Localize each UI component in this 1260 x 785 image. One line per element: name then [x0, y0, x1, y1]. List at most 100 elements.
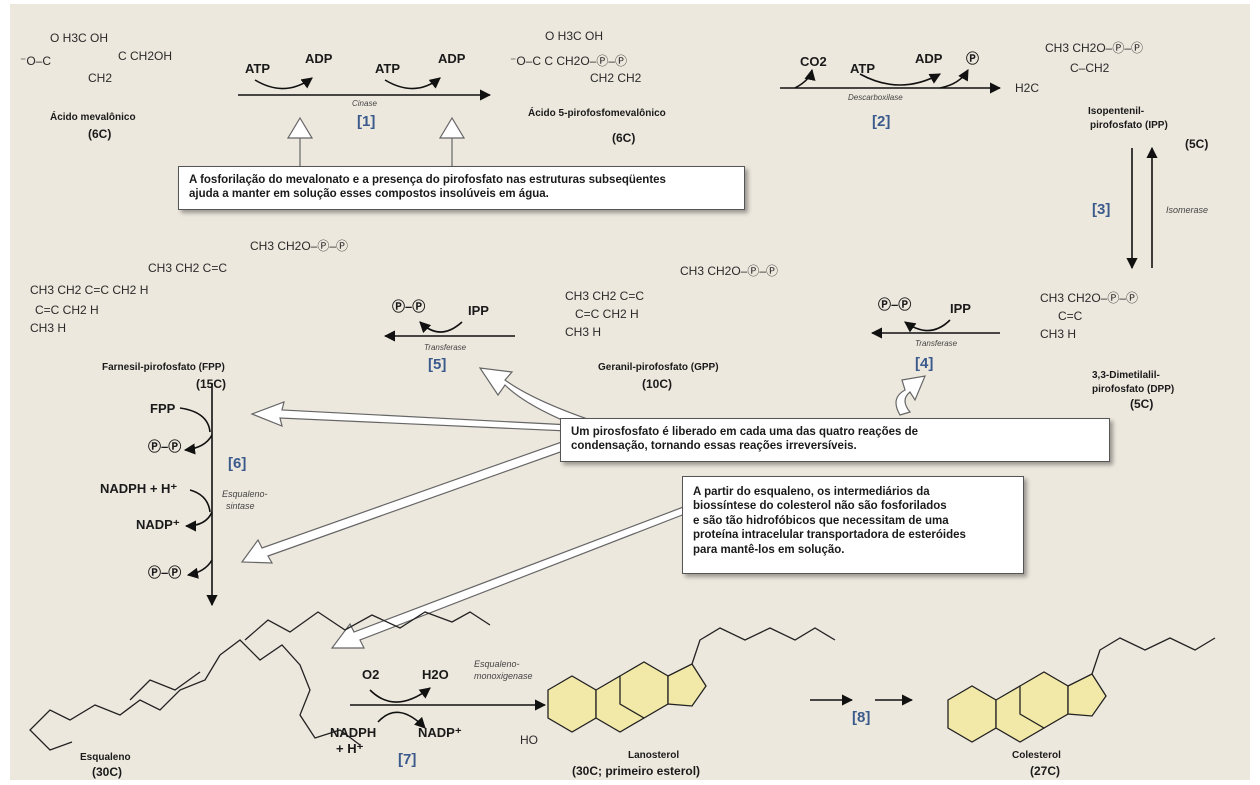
- arrow-pp-5: [419, 321, 463, 334]
- ppmev-carbons: (6C): [612, 131, 636, 145]
- note-squalene-line5: para mantê-los em solução.: [693, 543, 845, 556]
- squalene-chain: [219, 639, 361, 746]
- step5-enzyme: Transferase: [424, 343, 467, 352]
- dpp-name-line1: 3,3-Dimetilalil-: [1092, 370, 1160, 381]
- cholesterol-ring-d: [1067, 673, 1107, 717]
- gpp-carbons: (10C): [642, 377, 673, 391]
- step6-enzyme-line1: Esqualeno-: [222, 489, 268, 499]
- step3-enzyme: Isomerase: [1166, 205, 1209, 215]
- lanosterol-side-chain: [691, 627, 836, 665]
- note-squalene-line4: proteína intracelular transportadora de …: [693, 529, 966, 542]
- step4-ipp: IPP: [950, 301, 971, 316]
- step7-label: [7]: [398, 751, 417, 768]
- step4-pp: Ⓟ–Ⓟ: [878, 297, 912, 312]
- ipp-formula-left: H2C: [1015, 81, 1040, 95]
- arrow-atp-adp-3: [859, 73, 941, 86]
- gpp-formula-top: CH3 CH2O–Ⓟ–Ⓟ: [680, 264, 779, 278]
- step8-label: [8]: [852, 709, 871, 726]
- step2-p: Ⓟ: [966, 51, 980, 66]
- dpp-formula-mid: C=C: [1058, 309, 1083, 323]
- fpp-formula-bottom: CH3 H: [30, 321, 67, 335]
- step7-enzyme-line2: monoxigenase: [474, 671, 533, 681]
- note-squalene-line2: biossíntese do colesterol não são fosfor…: [693, 500, 947, 513]
- arrow-pp-4: [904, 319, 951, 333]
- step6-pp-1: Ⓟ–Ⓟ: [148, 439, 182, 454]
- lanosterol-name: Lanosterol: [628, 750, 680, 761]
- step2-enzyme: Descarboxilase: [848, 93, 903, 102]
- gpp-formula-bottom: CH3 H: [565, 325, 602, 339]
- ppmev-name: Ácido 5-pirofosfomevalônico: [528, 108, 666, 119]
- dpp-formula-bottom: CH3 H: [1040, 327, 1077, 341]
- note-squalene-line3: e são tão hidrofóbicos que necessitam de…: [693, 514, 949, 527]
- step6-nadph: NADPH + H⁺: [100, 481, 178, 496]
- step5-pp: Ⓟ–Ⓟ: [392, 299, 426, 314]
- fpp-formula-mid2: CH3 CH2 C=C CH2 H: [30, 283, 149, 297]
- step6-pp-2: Ⓟ–Ⓟ: [148, 565, 182, 580]
- squalene-chain-2: [29, 654, 221, 751]
- fpp-name: Farnesil-pirofosfato (FPP): [102, 362, 225, 373]
- mevalonic-formula-right: C CH2OH: [118, 49, 173, 63]
- squalene-chain-4: [129, 671, 201, 701]
- callout-arrow-1b: [438, 116, 466, 168]
- step2-adp: ADP: [915, 51, 943, 66]
- step4-label: [4]: [915, 355, 934, 372]
- cholesterol-side-chain: [1091, 637, 1216, 675]
- note-pyrophosphate-line2: condensação, tornando essas reações irre…: [571, 440, 857, 453]
- step5-ipp: IPP: [468, 303, 489, 318]
- step7-nadp: NADP⁺: [418, 725, 462, 740]
- step1-label: [1]: [357, 113, 376, 130]
- mevalonic-formula-left: ⁻O–C: [20, 54, 52, 68]
- cholesterol-ring-a: [947, 685, 997, 743]
- fpp-formula-mid3: C=C CH2 H: [35, 303, 99, 317]
- note-phosphorylation-line1: A fosforilação do mevalonato e a presenç…: [189, 174, 666, 186]
- squalene-name: Esqualeno: [80, 752, 131, 763]
- step7-h: + H⁺: [336, 741, 364, 756]
- step2-atp: ATP: [850, 61, 876, 76]
- arrow-nadph-in: [189, 489, 211, 513]
- step3-label: [3]: [1092, 201, 1111, 218]
- squalene-chain-3: [244, 611, 491, 641]
- ipp-name-line2: pirofosfato (IPP): [1090, 120, 1168, 131]
- step5-label: [5]: [428, 356, 447, 373]
- mevalonic-formula-top: O H3C OH: [50, 31, 109, 45]
- squalene-carbons: (30C): [92, 765, 123, 779]
- callout-arrow-1a: [286, 116, 314, 168]
- dpp-name-line2: pirofosfato (DPP): [1092, 384, 1175, 395]
- fpp-carbons: (15C): [196, 377, 227, 391]
- callout-arrow-2-to-pp: [240, 431, 595, 564]
- arrow-co2: [794, 68, 816, 89]
- step1-enzyme: Cinase: [352, 99, 377, 108]
- step2-co2: CO2: [800, 54, 827, 69]
- ppmev-formula-mid: ⁻O–C C CH2O–Ⓟ–Ⓟ: [510, 54, 628, 68]
- dpp-carbons: (5C): [1130, 397, 1154, 411]
- step6-nadp: NADP⁺: [136, 517, 180, 532]
- note-squalene-line1: A partir do esqualeno, os intermediários…: [693, 486, 930, 498]
- callout-arrow-2-to-fpp: [250, 401, 591, 433]
- mevalonic-formula-bottom: CH2: [88, 71, 113, 85]
- step4-enzyme: Transferase: [915, 339, 958, 348]
- arrow-atp-adp-1: [254, 77, 313, 90]
- arrow-pp-out-1: [183, 434, 213, 455]
- gpp-name: Geranil-pirofosfato (GPP): [598, 362, 719, 373]
- cholesterol-carbons: (27C): [1030, 764, 1061, 778]
- step6-enzyme-line2: sintase: [226, 501, 255, 511]
- step2-label: [2]: [872, 113, 891, 130]
- callout-arrow-3-to-squalene: [330, 505, 691, 649]
- step1-atp-1: ATP: [245, 61, 271, 76]
- arrow-atp-adp-2: [384, 77, 441, 90]
- lanosterol-carbons: (30C; primeiro esterol): [572, 764, 701, 778]
- fpp-formula-mid: CH3 CH2 C=C: [148, 261, 228, 275]
- mevalonic-carbons: (6C): [88, 127, 112, 141]
- note-pyrophosphate-line1: Um pirosfosfato é liberado em cada uma d…: [571, 426, 919, 438]
- ppmev-formula-bottom: CH2 CH2: [590, 71, 642, 85]
- figure-background: [10, 4, 1250, 780]
- arrow-nadp-out: [184, 511, 213, 532]
- lanosterol-ho: HO: [520, 733, 538, 747]
- ipp-formula-mid: C–CH2: [1070, 61, 1110, 75]
- step7-enzyme-line1: Esqualeno-: [474, 659, 520, 669]
- arrow-pp-out-2: [186, 559, 213, 579]
- lanosterol-ring-a: [547, 675, 597, 733]
- gpp-formula-mid2: C=C CH2 H: [575, 307, 639, 321]
